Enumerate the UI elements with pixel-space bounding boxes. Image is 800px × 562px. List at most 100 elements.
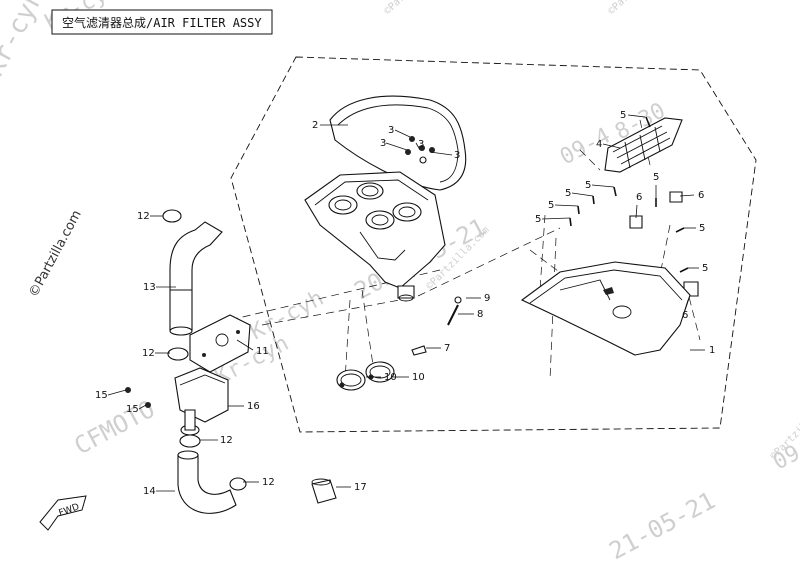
callout-leader-line <box>679 194 695 197</box>
callout-number: 12 <box>220 435 233 446</box>
part-12-clamp-lower <box>179 434 247 491</box>
callout-5: 5 <box>684 223 705 234</box>
callout-5: 5 <box>688 263 708 274</box>
callout-14: 14 <box>143 486 175 497</box>
watermark-text: 09 <box>769 441 800 476</box>
callout-number: 2 <box>312 120 318 131</box>
callout-number: 13 <box>143 282 156 293</box>
parts-7-8-9-hardware <box>411 296 462 356</box>
callout-2: 2 <box>312 120 348 131</box>
callout-number: 5 <box>653 172 659 183</box>
callout-6: 6 <box>682 299 689 321</box>
callout-number: 15 <box>126 404 139 415</box>
callout-6: 6 <box>635 192 642 219</box>
callout-leader-line <box>683 299 689 314</box>
callout-number: 5 <box>565 188 571 199</box>
part-1-lower-case <box>520 261 691 356</box>
callout-number: 5 <box>699 223 705 234</box>
diagram-title: 空气滤清器总成/AIR FILTER ASSY <box>62 15 262 30</box>
callout-number: 14 <box>143 486 156 497</box>
part-12-clamp-top <box>162 209 182 223</box>
callout-leader-line <box>429 151 453 156</box>
callout-number: 12 <box>142 348 155 359</box>
part-16-valve <box>174 367 229 436</box>
callout-number: 10 <box>412 372 425 383</box>
callout-number: 8 <box>477 309 483 320</box>
watermark-text: 21-05-21 <box>605 486 720 562</box>
callout-number: 15 <box>95 390 108 401</box>
callout-number: 3 <box>380 138 386 149</box>
callout-leader-line <box>385 142 408 151</box>
callout-leader-line <box>554 204 579 207</box>
callout-number: 5 <box>702 263 708 274</box>
callout-leader-line <box>602 143 621 149</box>
callout-leader-line <box>591 184 615 188</box>
callout-5: 5 <box>620 110 646 121</box>
part-4-filter-element <box>604 117 683 173</box>
callout-5: 5 <box>565 188 594 199</box>
assembly-outline <box>230 56 757 433</box>
callout-12: 12 <box>142 348 170 359</box>
callout-leader-line <box>627 114 646 118</box>
callout-6: 6 <box>679 190 704 201</box>
callout-number: 12 <box>262 477 275 488</box>
callout-number: 9 <box>484 293 490 304</box>
watermark-text: ©Partzilla.com <box>382 0 449 17</box>
part-17-sleeve <box>311 478 337 504</box>
part-12-clamp-mid <box>167 347 189 361</box>
callout-number: 6 <box>682 310 688 321</box>
fwd-arrow: FWD <box>39 495 87 531</box>
part-3-fasteners <box>405 136 435 164</box>
callout-number: 1 <box>709 345 715 356</box>
callout-15: 15 <box>126 404 147 415</box>
callout-number: 3 <box>418 139 424 150</box>
callout-12: 12 <box>137 211 163 222</box>
callout-leader-line <box>541 217 571 220</box>
callout-5: 5 <box>535 214 571 225</box>
callout-5: 5 <box>585 180 615 191</box>
callout-12: 12 <box>243 477 275 488</box>
callout-4: 4 <box>596 139 621 150</box>
title-box: 空气滤清器总成/AIR FILTER ASSY <box>51 9 273 35</box>
callout-number: 5 <box>548 200 554 211</box>
callout-16: 16 <box>228 401 260 412</box>
callout-5: 5 <box>548 200 579 211</box>
callout-number: 3 <box>388 125 394 136</box>
callout-10: 10 <box>393 372 425 383</box>
callout-1: 1 <box>690 345 715 356</box>
callout-leader-line <box>138 404 147 410</box>
callout-leader-line <box>415 142 421 151</box>
brand-watermark: ©Partzilla.com <box>26 208 84 300</box>
callout-number: 7 <box>444 343 450 354</box>
callout-8: 8 <box>458 309 483 320</box>
callout-leader-line <box>107 389 127 396</box>
callout-number: 5 <box>620 110 626 121</box>
callout-number: 4 <box>596 139 602 150</box>
callout-number: 16 <box>247 401 260 412</box>
callout-leader-line <box>571 192 594 197</box>
callout-13: 13 <box>143 282 176 293</box>
air-box-housing <box>304 171 446 302</box>
callout-number: 6 <box>636 192 642 203</box>
callout-3: 3 <box>415 139 424 151</box>
callout-number: 17 <box>354 482 367 493</box>
part-15-bolts <box>125 387 151 408</box>
callout-number: 3 <box>454 150 460 161</box>
callout-12: 12 <box>200 435 233 446</box>
part-13-upper-hose <box>169 221 223 336</box>
callout-17: 17 <box>336 482 367 493</box>
callout-15: 15 <box>95 389 127 401</box>
callout-3: 3 <box>388 125 411 138</box>
callout-3: 3 <box>429 150 460 161</box>
callout-9: 9 <box>466 293 490 304</box>
part-14-lower-hose <box>177 450 237 514</box>
callout-number: 11 <box>256 346 269 357</box>
part-11-bracket <box>189 314 251 373</box>
callout-number: 12 <box>137 211 150 222</box>
part-5-screws <box>569 116 689 273</box>
watermark-text: ©Partzilla.com <box>606 0 673 17</box>
callout-leader-line <box>394 129 411 138</box>
callout-number: 5 <box>585 180 591 191</box>
